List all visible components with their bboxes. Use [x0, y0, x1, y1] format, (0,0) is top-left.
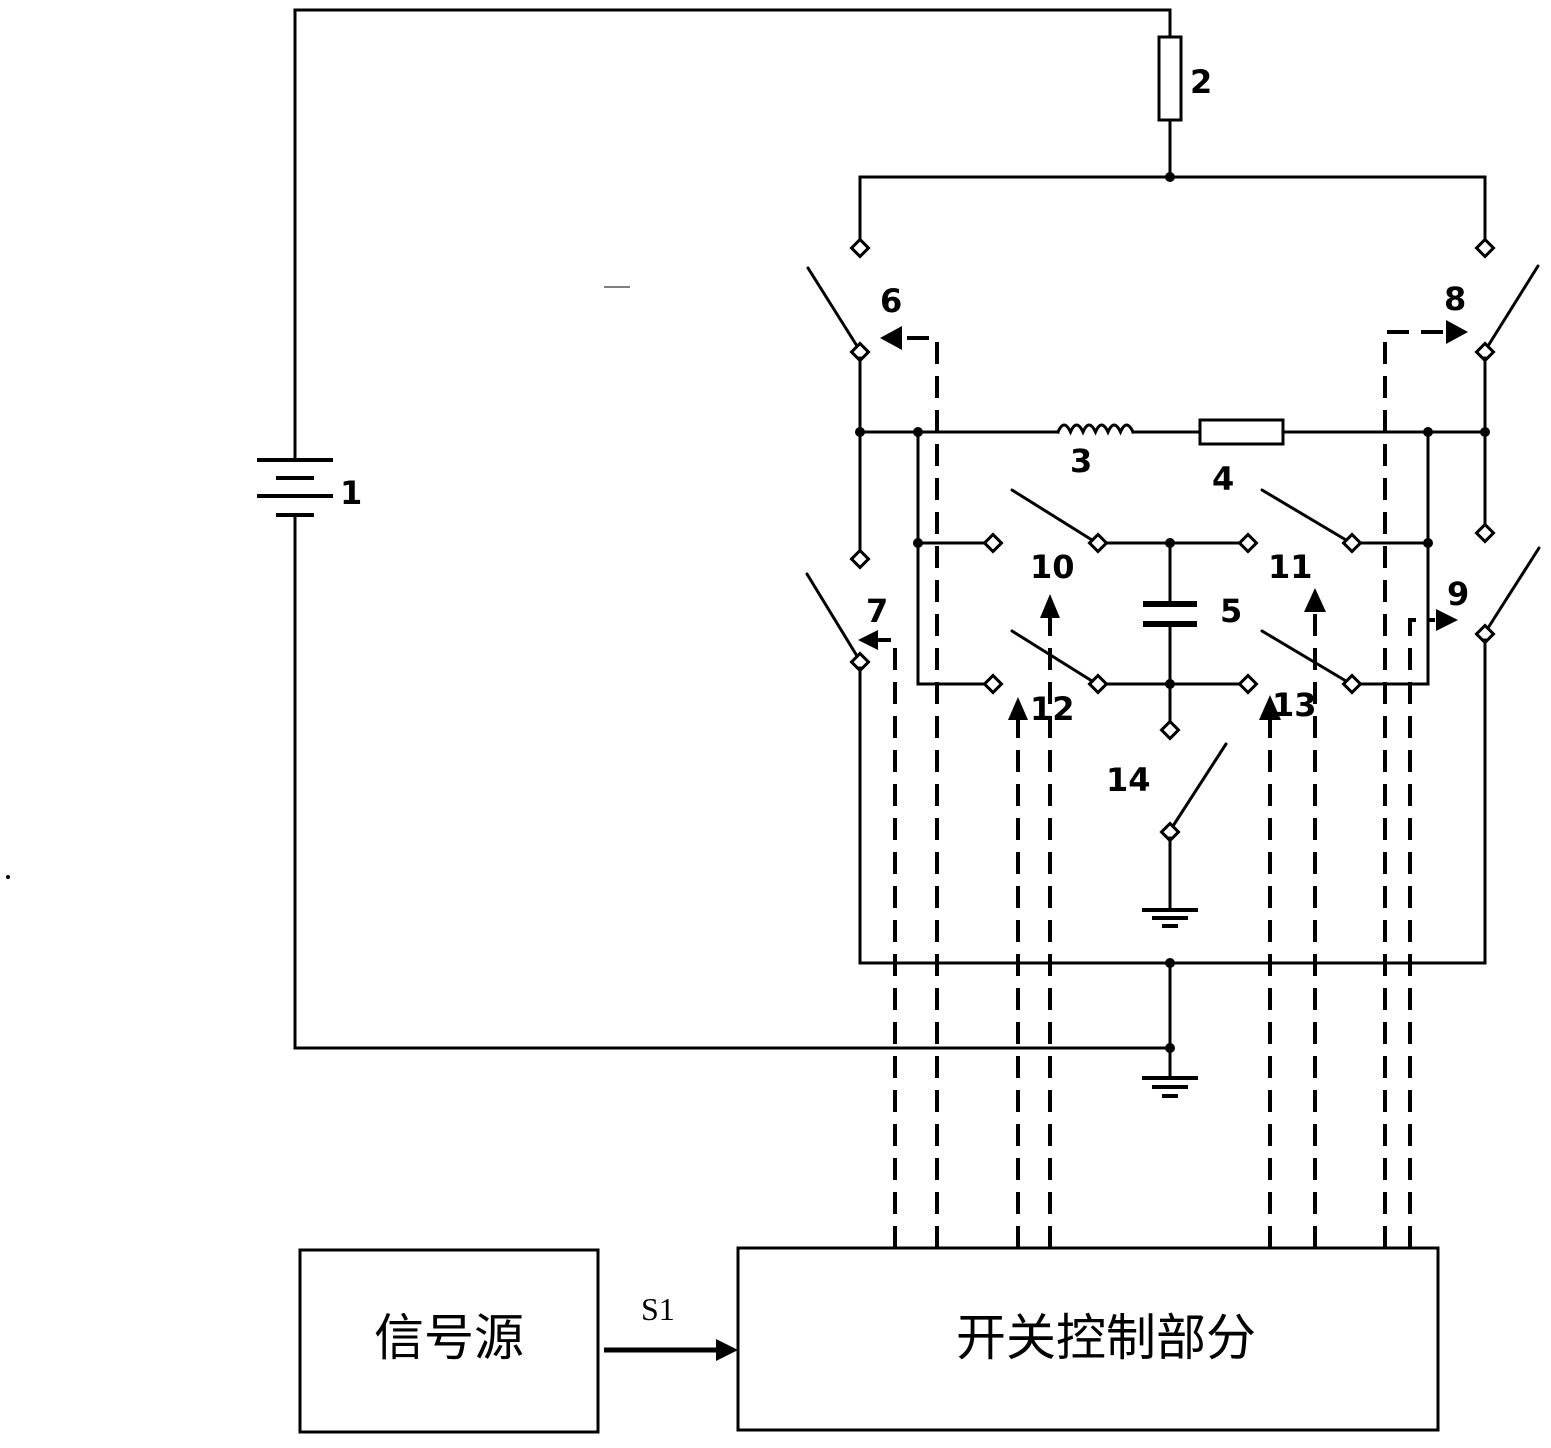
node [1165, 1043, 1175, 1053]
switch-9-terminal-top [1477, 525, 1494, 542]
junction-node [1165, 172, 1175, 182]
ground-icon [1142, 1078, 1198, 1096]
control-line-8 [1385, 332, 1445, 1248]
battery-label: 1 [340, 474, 362, 512]
switch-11-terminal-left [1240, 535, 1257, 552]
switch-10[interactable]: 10 [985, 490, 1107, 586]
switch-14-blade[interactable] [1173, 744, 1226, 826]
arrow-icon [1304, 588, 1326, 612]
switch-12-terminal-left [985, 676, 1002, 693]
switch-7-blade[interactable] [807, 574, 857, 656]
switch-7[interactable]: 7 [807, 432, 888, 963]
switch-6-blade[interactable] [808, 268, 857, 346]
switch-control-block: 开关控制部分 [738, 1248, 1438, 1430]
arrow-icon [1040, 594, 1060, 618]
signal-s1: S1 [604, 1291, 738, 1361]
arrow-icon [858, 630, 878, 650]
wire-top [295, 10, 1170, 460]
ground-icon [1142, 910, 1198, 926]
switch-14[interactable]: 14 [1106, 684, 1226, 910]
arrow-icon [1446, 320, 1468, 344]
switch-11-blade[interactable] [1262, 490, 1346, 540]
control-line-6 [905, 338, 937, 1248]
capacitor-5-label: 5 [1220, 592, 1242, 630]
inductor-3 [1058, 425, 1133, 432]
bottom-rail [860, 958, 1485, 1078]
switch-13-terminal-left [1240, 676, 1257, 693]
node [1423, 538, 1433, 548]
switch-6-terminal-top [852, 240, 869, 257]
switch-11-label: 11 [1268, 548, 1313, 586]
switch-9[interactable]: 9 [1447, 432, 1539, 963]
switch-8-label: 8 [1444, 280, 1466, 318]
inductor-3-label: 3 [1070, 442, 1092, 480]
switch-7-label: 7 [866, 592, 888, 630]
control-line-9 [1410, 620, 1435, 1248]
control-line-7 [878, 640, 895, 1248]
resistor-4-label: 4 [1212, 460, 1234, 498]
switch-10-label: 10 [1030, 548, 1075, 586]
arrow-icon [880, 326, 902, 350]
signal-s1-label: S1 [641, 1291, 675, 1327]
switch-9-blade[interactable] [1488, 548, 1539, 628]
switch-10-terminal-left [985, 535, 1002, 552]
resistor-2: 2 [1159, 37, 1212, 120]
switch-11[interactable]: 11 [1240, 490, 1361, 586]
switch-12[interactable]: 12 [985, 631, 1107, 728]
switch-10-terminal-right [1090, 535, 1107, 552]
control-lines [858, 320, 1468, 1248]
switch-12-label: 12 [1030, 690, 1075, 728]
resistor-4-body [1200, 420, 1283, 444]
battery-1: 1 [257, 430, 362, 515]
switch-10-blade[interactable] [1012, 490, 1092, 540]
resistor-2-label: 2 [1190, 63, 1212, 101]
switch-9-label: 9 [1447, 575, 1469, 613]
switch-14-label: 14 [1106, 761, 1151, 799]
main-bus: 3 4 [855, 420, 1490, 498]
switch-11-terminal-right [1344, 535, 1361, 552]
resistor-2-body [1159, 37, 1181, 120]
outer-loop-wires [295, 10, 1485, 1048]
switch-13[interactable]: 13 [1240, 631, 1361, 724]
scan-artifact [6, 875, 10, 879]
switch-14-terminal-top [1162, 722, 1179, 739]
arrow-icon [1008, 697, 1028, 720]
inner-bridge [913, 432, 1433, 689]
switch-7-terminal-top [852, 551, 869, 568]
switch-6-label: 6 [880, 282, 902, 320]
node [913, 538, 923, 548]
signal-source-label: 信号源 [374, 1309, 524, 1367]
arrow-icon [716, 1339, 738, 1361]
switch-13-blade[interactable] [1262, 631, 1346, 681]
signal-source-block: 信号源 [300, 1250, 598, 1432]
switch-12-terminal-right [1090, 676, 1107, 693]
capacitor-5: 5 [1143, 543, 1242, 684]
switch-control-label: 开关控制部分 [956, 1309, 1256, 1367]
switch-8-blade[interactable] [1488, 266, 1538, 346]
switch-13-terminal-right [1344, 676, 1361, 693]
switch-8-terminal-top [1477, 240, 1494, 257]
